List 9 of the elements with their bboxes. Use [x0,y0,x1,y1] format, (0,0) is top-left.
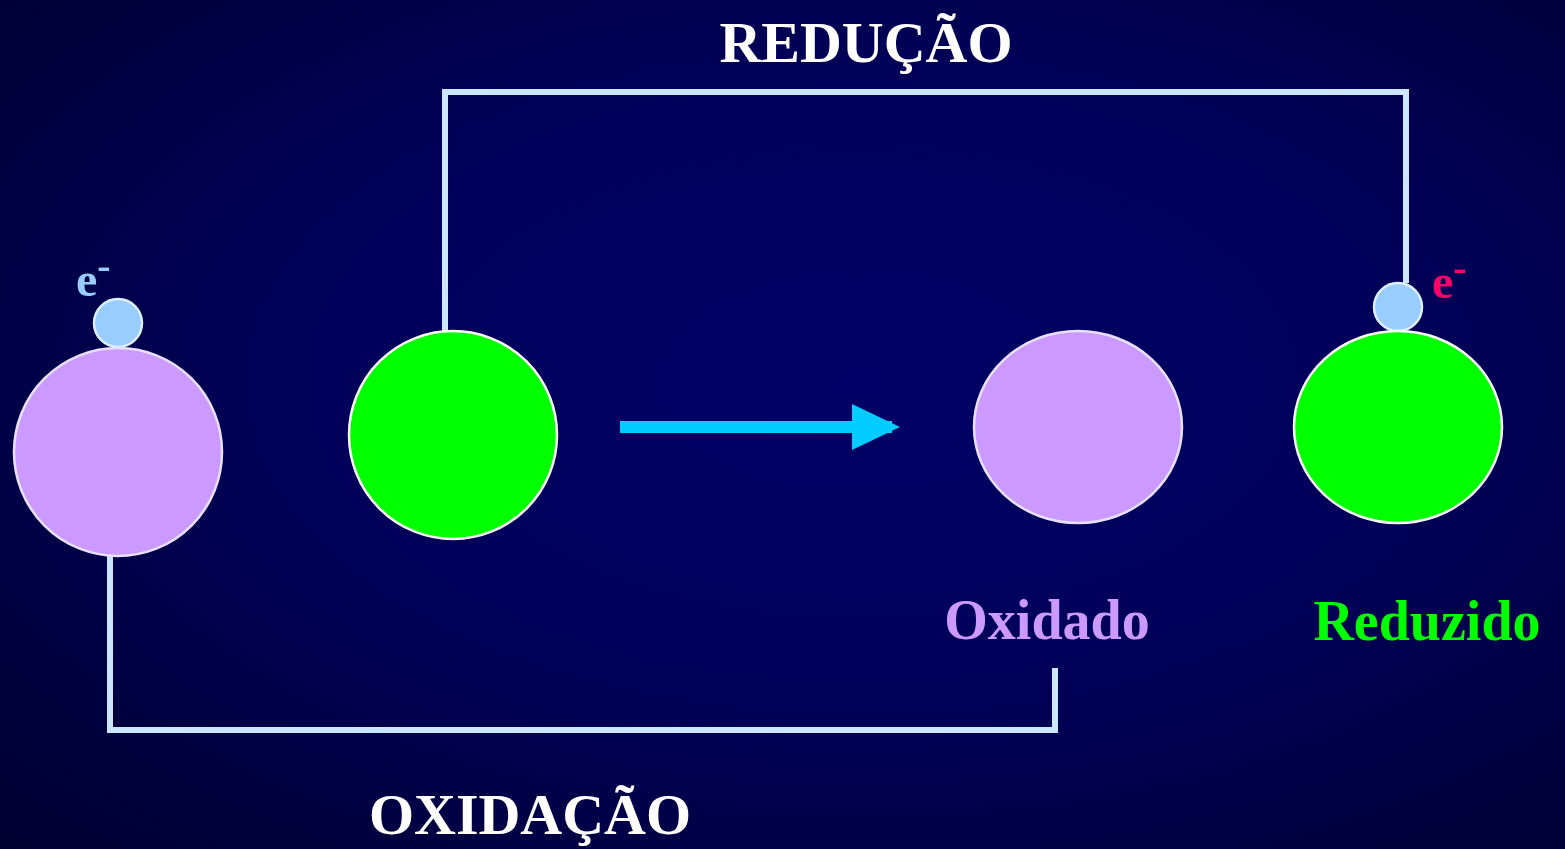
edge-label: OXIDAÇÃO [367,786,693,844]
arrow [620,404,900,450]
electron-label: e$^{-}$ [1432,248,1467,306]
reduced-label: Reduzido [1312,593,1542,649]
oxidized-label: Oxidado [943,592,1151,648]
edge-label: REDUÇÃO [718,14,1014,72]
bracket-line [107,556,1058,733]
electron-label: e$^{-}$ [76,246,111,304]
bracket-line [442,89,1409,331]
